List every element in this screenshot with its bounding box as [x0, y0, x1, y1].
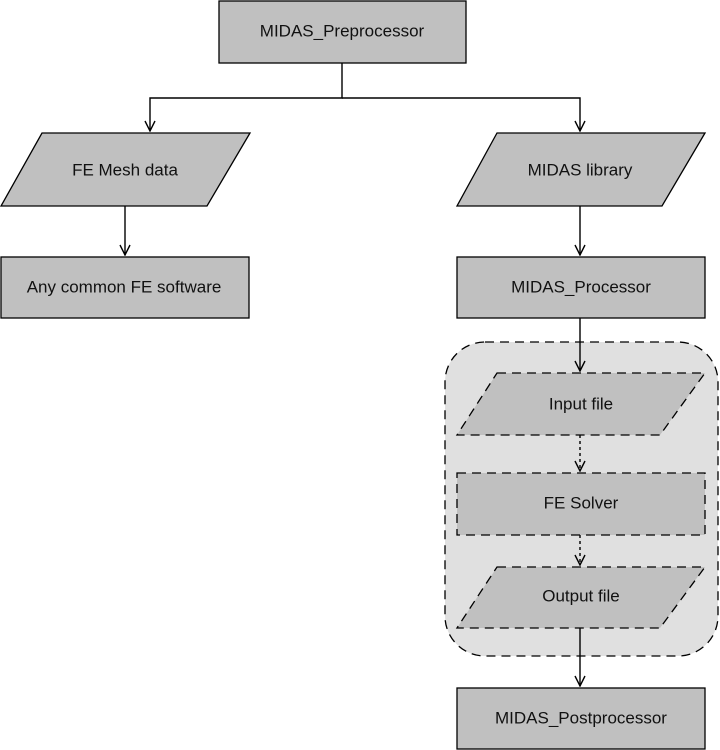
node-input-file: Input file	[455, 372, 707, 436]
node-fe-mesh-data: FE Mesh data	[0, 132, 252, 207]
node-postprocessor: MIDAS_Postprocessor	[456, 687, 706, 750]
node-fe-mesh-data-label: FE Mesh data	[72, 160, 178, 179]
edges	[125, 63, 580, 686]
edge-preprocessor-to-midas-library	[342, 97, 580, 131]
node-input-file-label: Input file	[549, 394, 613, 413]
node-output-file: Output file	[455, 566, 707, 629]
node-fe-mesh-data-shape	[0, 132, 252, 207]
node-processor-box	[456, 256, 706, 319]
node-midas-library: MIDAS library	[455, 132, 707, 207]
edge-preprocessor-to-fe-mesh-data	[150, 63, 343, 131]
node-common-fe-software-box	[0, 256, 250, 319]
node-postprocessor-box	[456, 687, 706, 750]
node-input-file-shape	[455, 372, 707, 436]
node-postprocessor-label: MIDAS_Postprocessor	[495, 708, 667, 727]
node-preprocessor-label: MIDAS_Preprocessor	[260, 21, 425, 40]
node-output-file-shape	[455, 566, 707, 629]
node-common-fe-software: Any common FE software	[0, 256, 250, 319]
node-fe-solver-box	[456, 472, 706, 536]
node-fe-solver-label: FE Solver	[544, 493, 619, 512]
node-processor: MIDAS_Processor	[456, 256, 706, 319]
node-midas-library-label: MIDAS library	[528, 160, 633, 179]
node-preprocessor: MIDAS_Preprocessor	[218, 0, 467, 64]
node-fe-solver: FE Solver	[456, 472, 706, 536]
node-processor-label: MIDAS_Processor	[511, 277, 651, 296]
node-output-file-label: Output file	[542, 586, 620, 605]
node-midas-library-shape	[455, 132, 707, 207]
node-common-fe-software-label: Any common FE software	[27, 277, 222, 296]
node-preprocessor-box	[218, 0, 467, 64]
